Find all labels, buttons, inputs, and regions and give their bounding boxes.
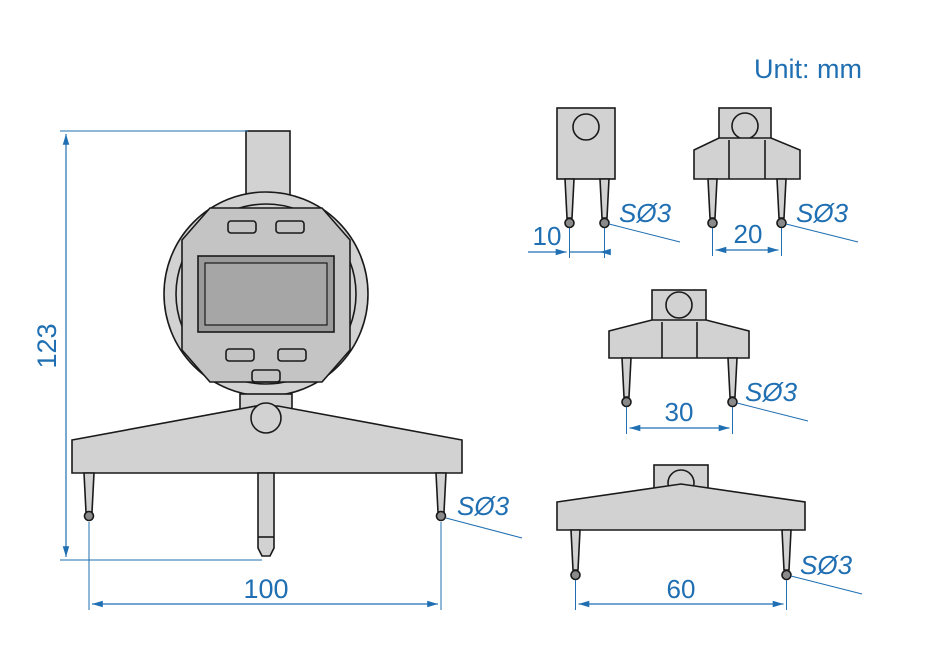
right-leg [435,472,447,513]
spacing-label: 20 [734,219,763,249]
left-leg [707,178,718,219]
clamp-knob [572,113,600,141]
contact-ball [776,217,787,229]
right-leg [727,357,738,398]
spacing-label: 30 [665,397,694,427]
height-label: 123 [32,323,62,368]
probe-bridge [693,137,801,180]
contact-ball [599,217,610,229]
contact-ball [707,217,718,229]
left-leg [83,472,95,513]
probe-10mm: 10 SØ3 [528,107,681,258]
contact-ball [727,396,738,408]
contact-ball [435,510,447,522]
right-leg [776,178,787,219]
left-leg [564,178,575,219]
main-depth-gauge [71,130,463,557]
button-icon [275,220,305,234]
sphere-label: SØ3 [796,198,849,228]
gauge-bezel [175,203,357,385]
button-icon [277,348,307,362]
sphere-label: SØ3 [800,550,853,580]
left-leg [621,357,632,398]
probe-20mm: 20 SØ3 [693,107,859,256]
lcd-screen [204,262,328,326]
width-label: 100 [243,574,288,604]
spacing-label: 10 [533,221,562,251]
clamp-knob [665,291,693,319]
probe-30mm: 30 SØ3 [608,289,809,434]
right-leg [599,178,610,219]
sphere-label: SØ3 [457,491,510,521]
contact-ball [570,569,581,581]
contact-ball [83,510,95,522]
sphere-label: SØ3 [619,198,672,228]
button-icon [225,348,255,362]
unit-label: Unit: mm [754,54,862,84]
right-leg [781,529,792,571]
clamp-knob [731,112,759,140]
contact-ball [781,569,792,581]
contact-ball [564,217,575,229]
button-icon [227,220,257,234]
contact-ball [621,396,632,408]
gauge-stem [245,130,291,202]
center-plunger [257,472,275,557]
button-icon [251,369,281,383]
main-dimensions: 123 100 SØ3 [32,130,523,610]
spacing-label: 60 [667,574,696,604]
left-leg [570,529,581,571]
probe-60mm: 60 SØ3 [556,464,863,610]
sphere-label: SØ3 [745,377,798,407]
clamp-knob [250,402,282,434]
probe-bridge [608,319,750,359]
probe-bridge [556,483,806,531]
